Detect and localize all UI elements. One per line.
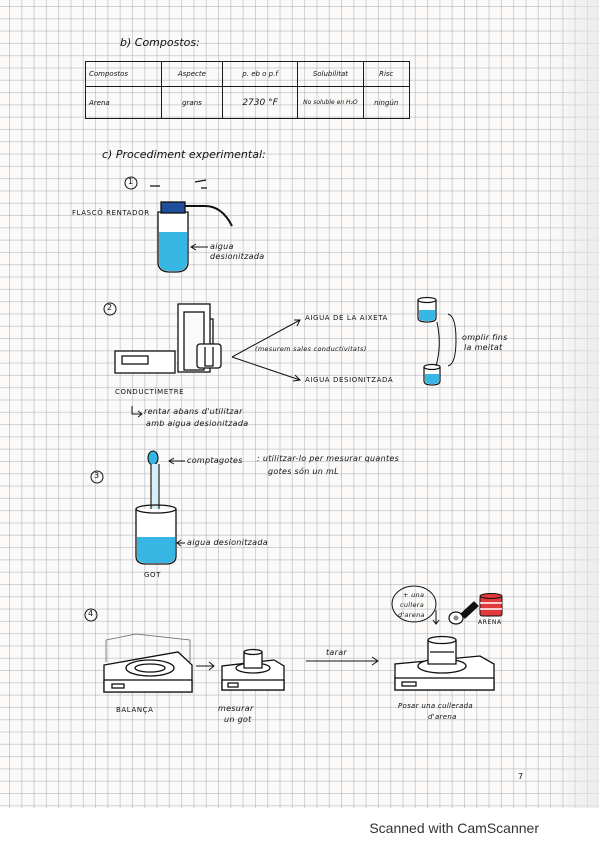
step-circle-icon [103, 302, 117, 316]
glass-water-label: aigua desionitzada [187, 538, 268, 547]
water-label-line-2: desionitzada [210, 252, 265, 261]
table-header-cell: Risc [362, 61, 410, 87]
scoop-label-line-2: cullera [400, 601, 425, 609]
branch-arrows-icon [231, 313, 457, 382]
step-1-number: 1 [128, 177, 134, 186]
scanner-watermark: Scanned with CamScanner [369, 820, 539, 836]
step-4-number: 4 [88, 609, 94, 618]
table-cell: 2730 °F [221, 86, 299, 119]
step-3-number: 3 [94, 471, 100, 480]
arrow-icon [432, 610, 440, 625]
arrow-icon [131, 406, 143, 418]
paper-edge-shadow [548, 0, 599, 808]
dropper-note-line-2: gotes són un mL [268, 467, 339, 476]
dropper-label: comptagotes [187, 456, 243, 465]
fill-half-label-line-1: omplir fins [462, 333, 508, 342]
arrow-icon [176, 539, 185, 547]
table-cell: ningún [362, 86, 410, 119]
table-row: Arena grans 2730 °F No soluble en H₂O ni… [84, 86, 410, 119]
spoon-icon [448, 601, 479, 625]
deionized-water-label: AIGUA DESIONITZADA [305, 376, 394, 384]
conductimeter-label: CONDUCTÍMETRE [115, 388, 185, 396]
table-header-row: Compostos Aspecte p. eb o p.f Solubilita… [84, 61, 410, 87]
section-c-title: c) Procediment experimental: [102, 148, 266, 161]
table-header-cell: Aspecte [161, 61, 223, 87]
tare-arrow-icon [306, 656, 379, 666]
measure-conductivity-label: (mesurem sales conductivitats) [255, 345, 367, 353]
put-sand-label-line-1: Posar una cullerada [398, 702, 474, 710]
flask-label: FLASCÓ RENTADOR [72, 209, 150, 217]
callout-circle-icon [391, 585, 437, 623]
arrow-icon [168, 457, 185, 465]
balance-label: BALANÇA [116, 706, 154, 714]
page-number: 7 [518, 772, 524, 781]
table-cell: grans [161, 86, 223, 119]
table-header-cell: Compostos [84, 61, 163, 87]
dropper-note-line-1: : utilitzar-lo per mesurar quantes [257, 454, 400, 463]
scoop-label-line-1: + una [403, 591, 425, 599]
arrow-icon [196, 661, 215, 671]
hand-drawn-figures [84, 176, 503, 693]
sand-container-icon [479, 593, 503, 617]
measure-glass-label-line-2: un got [224, 715, 252, 724]
conductimeter-icon [114, 303, 222, 374]
table-cell: Arena [84, 86, 163, 119]
wash-note-line-2: amb aigua desionitzada [146, 419, 249, 428]
tap-water-label: AIGUA DE LA AIXETA [305, 314, 388, 322]
table-cell: No soluble en H₂O [297, 86, 364, 119]
balance-with-sand-icon [394, 635, 495, 691]
measure-glass-label-line-1: mesurar [218, 704, 254, 713]
arrow-icon [190, 243, 208, 251]
sand-label: ARENA [478, 619, 502, 626]
dropper-icon [147, 450, 160, 522]
wash-bottle-icon [124, 176, 233, 273]
glass-icon [135, 504, 177, 565]
fill-half-label-line-2: la meitat [464, 343, 503, 352]
balance-with-glass-icon [221, 648, 285, 691]
beaker-tap-water-icon [417, 296, 437, 323]
water-label-line-1: aigua [210, 242, 234, 251]
step-circle-icon [84, 608, 98, 622]
beaker-deionized-water-icon [423, 363, 441, 386]
scoop-label-line-3: d'arena [398, 611, 425, 619]
tare-label: tarar [326, 648, 348, 657]
section-b-title: b) Compostos: [120, 36, 200, 49]
put-sand-label-line-2: d'arena [428, 713, 457, 721]
table-header-cell: p. eb o p.f [221, 61, 299, 87]
compounds-table: Compostos Aspecte p. eb o p.f Solubilita… [84, 61, 410, 119]
step-2-number: 2 [107, 303, 113, 312]
graph-paper [0, 0, 599, 808]
scanner-footer: Scanned with CamScanner [0, 808, 599, 848]
balance-icon [103, 633, 193, 693]
glass-label: GOT [144, 571, 162, 579]
table-header-cell: Solubilitat [297, 61, 364, 87]
wash-note-line-1: rentar abans d'utilitzar [144, 407, 243, 416]
step-circle-icon [90, 470, 104, 484]
